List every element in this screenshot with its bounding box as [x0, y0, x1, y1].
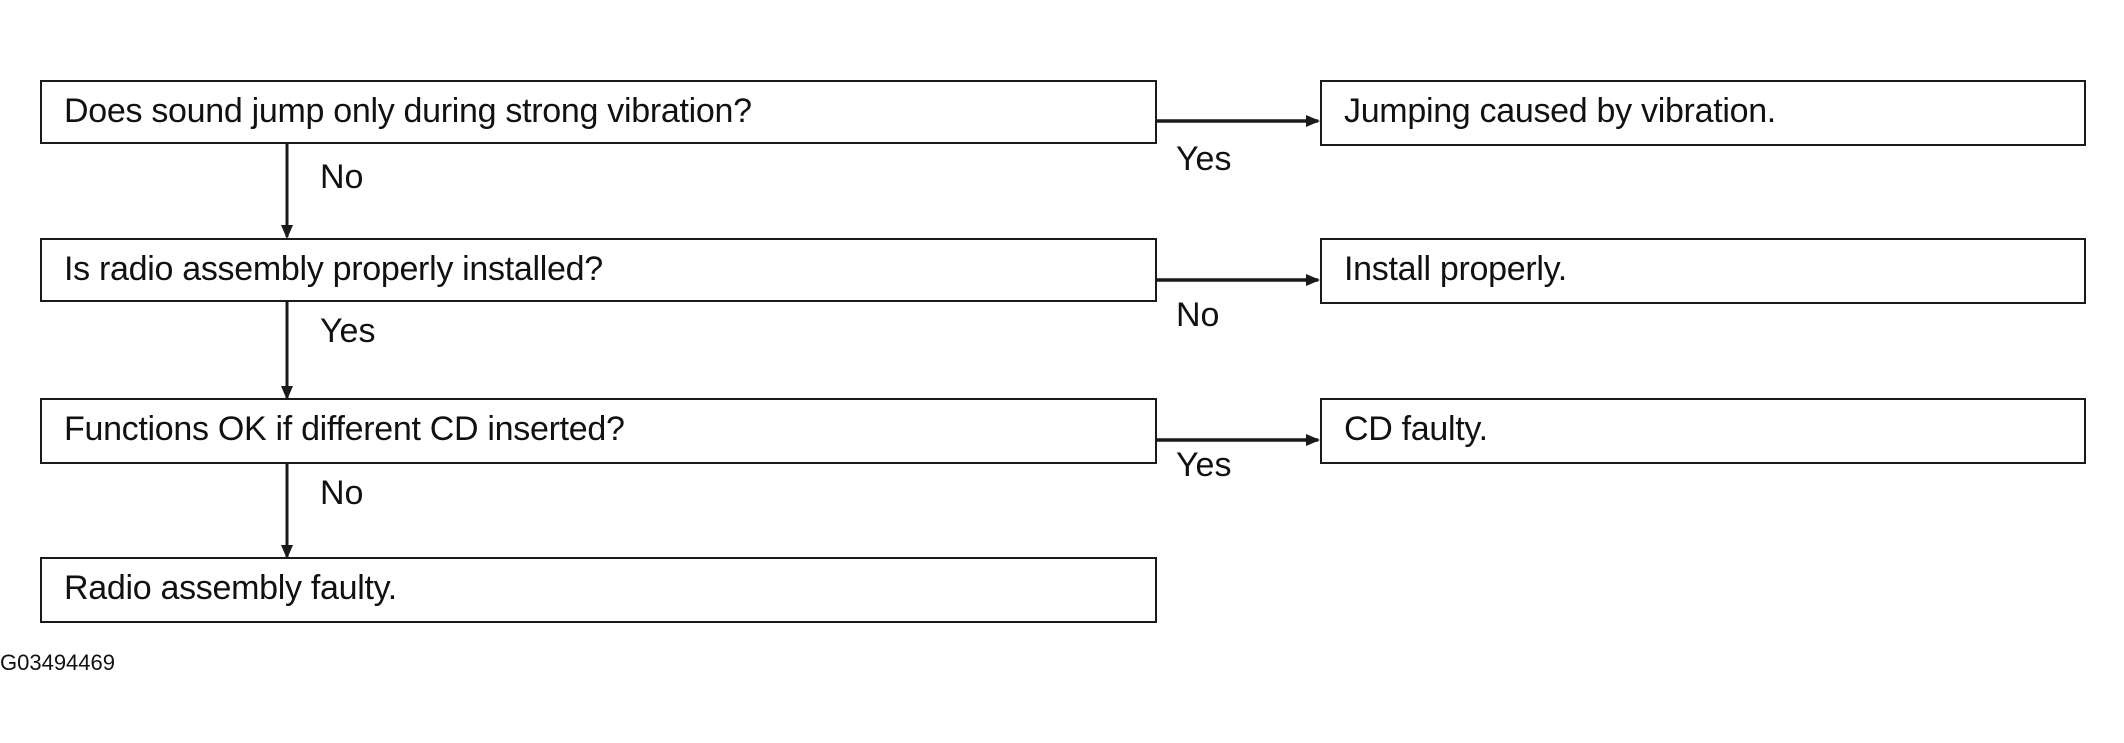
question-2-text: Is radio assembly properly installed? — [64, 250, 603, 288]
result-1-box: Jumping caused by vibration. — [1320, 80, 2086, 146]
label-q1-no: No — [320, 158, 364, 196]
result-2-text: Install properly. — [1344, 250, 1567, 288]
final-result-text: Radio assembly faulty. — [64, 569, 397, 607]
result-2-box: Install properly. — [1320, 238, 2086, 304]
result-1-text: Jumping caused by vibration. — [1344, 92, 1776, 130]
result-3-box: CD faulty. — [1320, 398, 2086, 464]
question-1-text: Does sound jump only during strong vibra… — [64, 92, 752, 130]
label-q3-yes: Yes — [1176, 446, 1232, 484]
result-3-text: CD faulty. — [1344, 410, 1488, 448]
question-3-text: Functions OK if different CD inserted? — [64, 410, 625, 448]
final-result-box: Radio assembly faulty. — [40, 557, 1157, 623]
figure-code: G03494469 — [0, 650, 115, 675]
question-2-box: Is radio assembly properly installed? — [40, 238, 1157, 302]
label-q2-yes: Yes — [320, 312, 376, 350]
question-3-box: Functions OK if different CD inserted? — [40, 398, 1157, 464]
question-1-box: Does sound jump only during strong vibra… — [40, 80, 1157, 144]
label-q3-no: No — [320, 474, 364, 512]
label-q2-no: No — [1176, 296, 1220, 334]
label-q1-yes: Yes — [1176, 140, 1232, 178]
